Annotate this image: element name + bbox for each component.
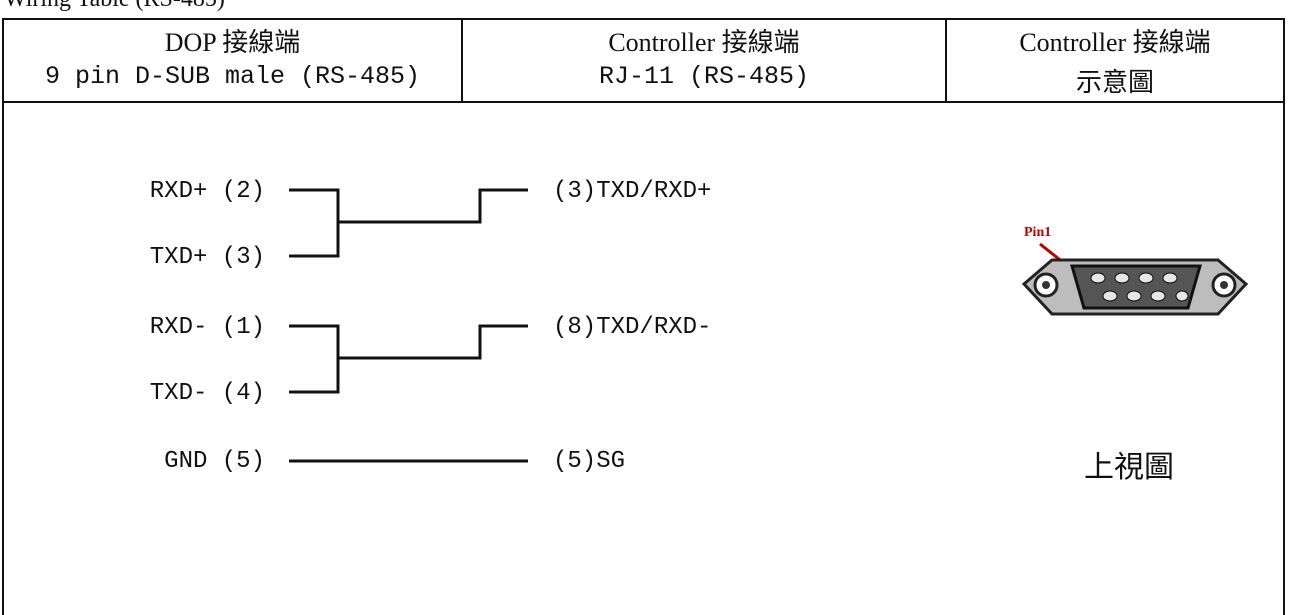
pin1-label: Pin1 (1024, 225, 1051, 240)
top-view-label: 上視圖 (1084, 450, 1174, 485)
col2-subtitle: RJ-11 (RS-485) (598, 62, 810, 91)
wire-rxd-minus (289, 324, 340, 394)
controller-pin-txd-rxd-plus: (3)TXD/RXD+ (553, 178, 712, 205)
db9-connector-icon: Pin1 (1021, 225, 1249, 316)
dop-pin-rxd-minus: RXD- (1) (149, 314, 265, 341)
dop-pin-txd-plus: TXD+ (3) (149, 244, 265, 271)
dop-pin-gnd: GND (5) (164, 448, 265, 475)
top-caption: Wiring Table (RS-485) (4, 0, 225, 13)
col1-title: DOP 接線端 (164, 28, 301, 57)
column-divider-1 (461, 18, 463, 102)
col1-subtitle: 9 pin D-SUB male (RS-485) (44, 62, 421, 91)
wire-minus-bridge (338, 324, 528, 360)
wiring-table-frame (2, 18, 1285, 615)
dop-pin-txd-minus: TXD- (4) (149, 380, 265, 407)
header-divider (2, 101, 1285, 103)
controller-pin-sg: (5)SG (553, 448, 626, 475)
col2-title: Controller 接線端 (608, 28, 800, 57)
controller-pin-txd-rxd-minus: (8)TXD/RXD- (553, 314, 712, 341)
dop-pin-rxd-plus: RXD+ (2) (149, 178, 265, 205)
column-divider-2 (945, 18, 947, 102)
wire-plus-bridge (338, 188, 528, 224)
col3-subtitle: 示意圖 (1075, 68, 1154, 97)
col3-title: Controller 接線端 (1019, 28, 1211, 57)
wire-rxd-plus (289, 188, 340, 258)
